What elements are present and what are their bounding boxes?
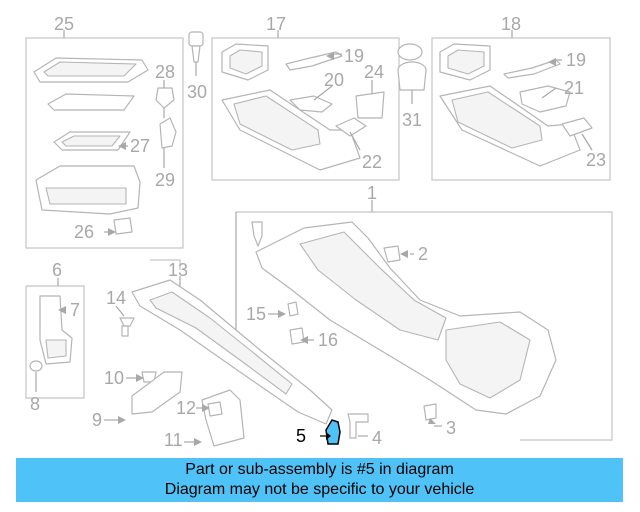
callout-30: 30 bbox=[187, 82, 207, 102]
callout-6: 6 bbox=[52, 260, 62, 280]
group-box-25 bbox=[25, 37, 184, 249]
callout-19-left: 19 bbox=[344, 46, 364, 66]
banner-line-disclaimer: Diagram may not be specific to your vehi… bbox=[164, 481, 475, 498]
callout-labels: 25 17 18 28 27 29 26 30 19 20 24 22 31 1… bbox=[30, 14, 606, 450]
callout-27: 27 bbox=[130, 136, 150, 156]
callout-10: 10 bbox=[104, 368, 124, 388]
banner-line-part: Part or sub-assembly is #5 in diagram bbox=[185, 461, 454, 478]
armrest-parts bbox=[33, 57, 177, 235]
callout-2: 2 bbox=[418, 244, 428, 264]
info-banner: Part or sub-assembly is #5 in diagram Di… bbox=[16, 458, 623, 502]
callout-15: 15 bbox=[246, 304, 266, 324]
callout-28: 28 bbox=[155, 62, 175, 82]
callout-9: 9 bbox=[92, 410, 102, 430]
callout-16: 16 bbox=[318, 330, 338, 350]
part-31-cup-holder bbox=[397, 43, 427, 91]
callout-7: 7 bbox=[70, 300, 80, 320]
callout-11: 11 bbox=[164, 430, 183, 450]
callout-21: 21 bbox=[564, 78, 584, 98]
callout-17: 17 bbox=[266, 14, 286, 34]
callout-22: 22 bbox=[362, 152, 382, 172]
part-30-clip bbox=[188, 31, 204, 63]
callout-24: 24 bbox=[364, 62, 384, 82]
callout-13: 13 bbox=[168, 260, 188, 280]
small-fasteners bbox=[29, 317, 369, 447]
callout-29: 29 bbox=[155, 170, 175, 190]
callout-3: 3 bbox=[446, 418, 456, 438]
callout-12: 12 bbox=[176, 398, 196, 418]
callout-19-right: 19 bbox=[566, 50, 586, 70]
callout-4: 4 bbox=[372, 428, 382, 448]
console-assembly bbox=[251, 221, 557, 421]
group-box-13 bbox=[150, 259, 181, 270]
part-13-side-panel bbox=[131, 279, 333, 425]
group-box-18 bbox=[431, 37, 611, 181]
callout-14: 14 bbox=[106, 288, 126, 308]
group-box-1 bbox=[236, 211, 613, 441]
callout-8: 8 bbox=[30, 394, 40, 414]
callout-31: 31 bbox=[402, 110, 422, 130]
group-18-parts bbox=[439, 43, 593, 167]
callout-5: 5 bbox=[296, 426, 306, 446]
callout-26: 26 bbox=[74, 222, 94, 242]
leader-lines bbox=[35, 52, 593, 446]
part-5-highlighted bbox=[320, 419, 341, 445]
group-17-parts bbox=[221, 43, 385, 171]
callout-1: 1 bbox=[367, 183, 377, 203]
group-box-17 bbox=[211, 37, 400, 181]
callout-20: 20 bbox=[324, 70, 344, 90]
callout-23: 23 bbox=[586, 150, 606, 170]
callout-25: 25 bbox=[54, 14, 74, 34]
callout-18: 18 bbox=[501, 14, 521, 34]
group-6-bracket bbox=[39, 295, 73, 365]
group-box-6 bbox=[25, 285, 85, 399]
